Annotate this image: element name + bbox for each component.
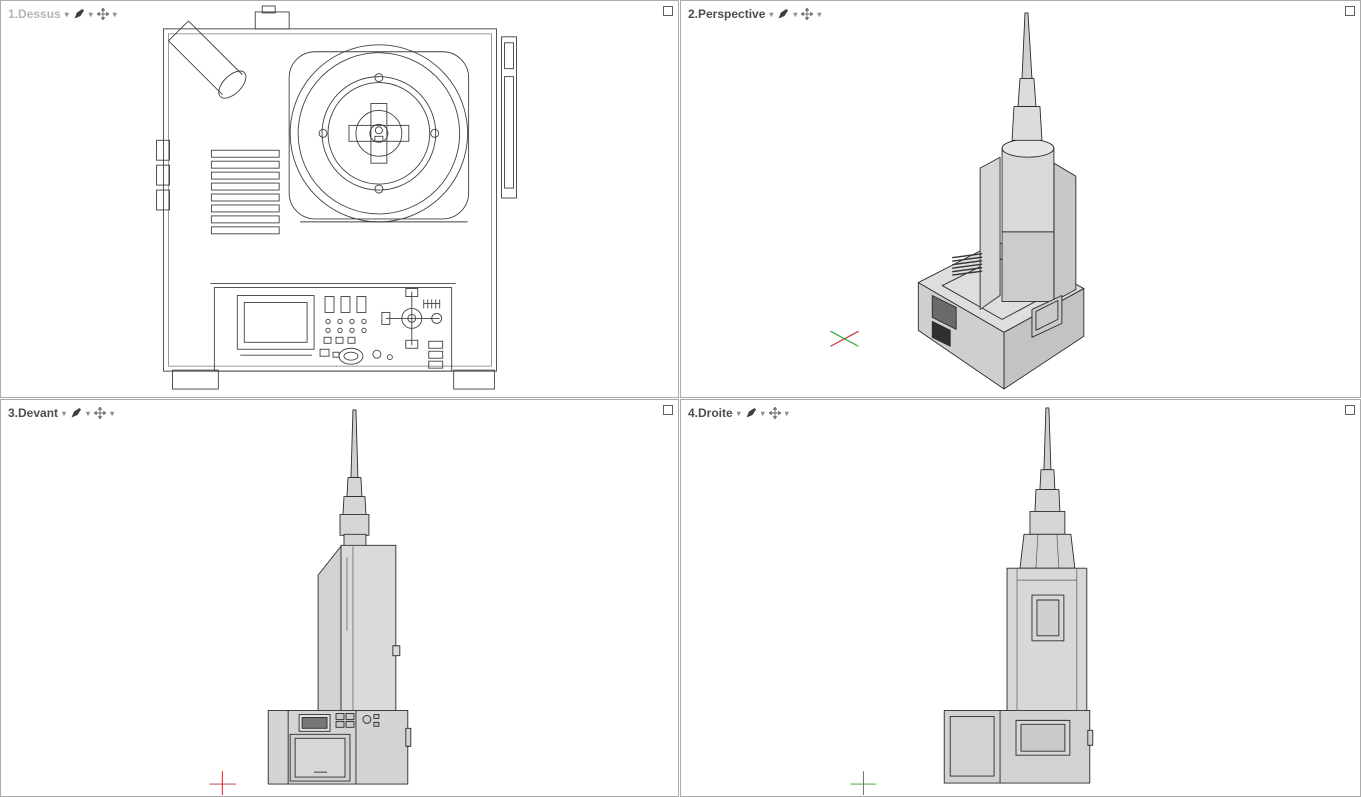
viewport-right[interactable]: 4.Droite ▾ ▾ ▾ <box>680 399 1361 797</box>
dropdown-caret-icon[interactable]: ▾ <box>817 10 822 19</box>
cplane-move-icon[interactable] <box>800 6 815 22</box>
dropdown-caret-icon[interactable]: ▾ <box>760 409 765 418</box>
viewport-label[interactable]: 3.Devant <box>8 406 59 420</box>
viewport-top[interactable]: 1.Dessus ▾ ▾ ▾ <box>0 0 679 398</box>
maximize-viewport-button[interactable] <box>1345 6 1355 16</box>
maximize-viewport-button[interactable] <box>1345 405 1355 415</box>
display-mode-pen-icon[interactable] <box>70 407 82 419</box>
origin-marker <box>850 771 877 796</box>
dropdown-caret-icon[interactable]: ▾ <box>86 409 91 418</box>
viewport-label[interactable]: 2.Perspective <box>688 7 766 21</box>
maximize-viewport-button[interactable] <box>663 6 673 16</box>
dropdown-caret-icon[interactable]: ▾ <box>110 409 115 418</box>
dropdown-caret-icon[interactable]: ▾ <box>784 409 789 418</box>
dropdown-caret-icon[interactable]: ▾ <box>793 10 798 19</box>
dropdown-caret-icon[interactable]: ▾ <box>769 10 774 19</box>
origin-marker <box>209 771 237 796</box>
world-axes-indicator <box>830 330 859 347</box>
viewport-title-bar: 2.Perspective ▾ ▾ ▾ <box>688 6 822 22</box>
perspective-view-drawing <box>830 12 1085 390</box>
front-view-drawing <box>209 409 412 796</box>
right-view-drawing <box>850 407 1094 796</box>
viewport-title-bar: 3.Devant ▾ ▾ ▾ <box>8 405 115 421</box>
display-mode-pen-icon[interactable] <box>777 8 789 20</box>
viewport-perspective[interactable]: 2.Perspective ▾ ▾ ▾ <box>680 0 1361 398</box>
dropdown-caret-icon[interactable]: ▾ <box>736 409 741 418</box>
dropdown-caret-icon[interactable]: ▾ <box>62 409 67 418</box>
viewport-title-bar: 4.Droite ▾ ▾ ▾ <box>688 405 789 421</box>
top-view-drawing <box>156 5 517 390</box>
maximize-viewport-button[interactable] <box>663 405 673 415</box>
viewport-title-bar: 1.Dessus ▾ ▾ ▾ <box>8 6 117 22</box>
viewport-label[interactable]: 4.Droite <box>688 406 733 420</box>
viewport-front[interactable]: 3.Devant ▾ ▾ ▾ <box>0 399 679 797</box>
dropdown-caret-icon[interactable]: ▾ <box>64 10 69 19</box>
cplane-move-icon[interactable] <box>92 405 108 421</box>
display-mode-pen-icon[interactable] <box>73 8 85 20</box>
cplane-move-icon[interactable] <box>767 405 782 421</box>
dropdown-caret-icon[interactable]: ▾ <box>112 10 117 19</box>
cplane-move-icon[interactable] <box>95 6 110 22</box>
display-mode-pen-icon[interactable] <box>745 407 757 419</box>
viewport-label[interactable]: 1.Dessus <box>8 7 61 21</box>
dropdown-caret-icon[interactable]: ▾ <box>88 10 93 19</box>
